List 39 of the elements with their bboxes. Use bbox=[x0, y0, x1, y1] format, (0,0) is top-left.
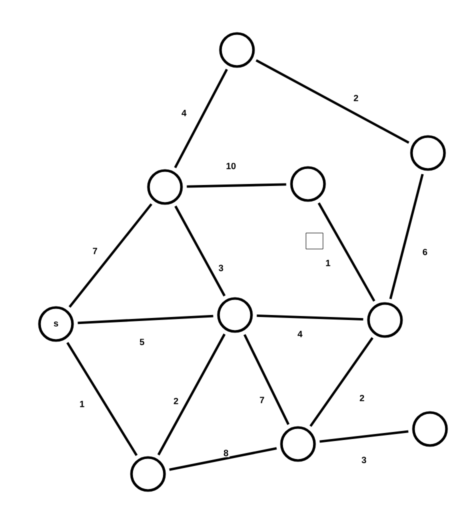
edge-line bbox=[256, 59, 410, 144]
edge-label: 1 bbox=[78, 400, 86, 408]
circle-node bbox=[219, 32, 255, 68]
edge-line bbox=[320, 430, 408, 443]
edge-line bbox=[256, 314, 364, 320]
edge-line bbox=[169, 447, 277, 471]
edge-label: 7 bbox=[258, 396, 266, 404]
circle-node bbox=[217, 297, 253, 333]
edge-line bbox=[78, 314, 214, 324]
edge-line bbox=[66, 342, 138, 456]
edge-line bbox=[174, 68, 228, 168]
edge-label: 2 bbox=[358, 394, 366, 402]
circle-node bbox=[290, 166, 326, 202]
edge-line bbox=[243, 334, 290, 425]
edge-line bbox=[186, 183, 286, 188]
edge-line bbox=[389, 174, 424, 300]
edge-label: 5 bbox=[138, 338, 146, 346]
edge-line bbox=[157, 334, 226, 456]
edge-label: 3 bbox=[218, 264, 224, 272]
edge-label: 2 bbox=[172, 396, 180, 406]
edge-label: 7 bbox=[92, 246, 98, 256]
edge-label: 2 bbox=[352, 94, 360, 102]
edge-label: 1 bbox=[324, 258, 332, 268]
edge-line bbox=[174, 206, 226, 296]
circle-node bbox=[410, 135, 446, 171]
edge-label: 10 bbox=[225, 162, 237, 170]
edge-label: 3 bbox=[360, 456, 368, 464]
circle-node bbox=[280, 426, 316, 462]
edge-label: 8 bbox=[222, 448, 230, 458]
circle-node bbox=[130, 456, 166, 492]
edge-line bbox=[310, 337, 374, 427]
circle-node bbox=[367, 302, 403, 338]
edge-label: 4 bbox=[296, 330, 304, 338]
circle-node bbox=[412, 411, 448, 447]
edge-line bbox=[68, 203, 152, 308]
edge-label: 6 bbox=[422, 248, 428, 256]
circle-node bbox=[147, 169, 183, 205]
edge-label: 4 bbox=[180, 108, 188, 118]
edge-line bbox=[318, 202, 376, 302]
